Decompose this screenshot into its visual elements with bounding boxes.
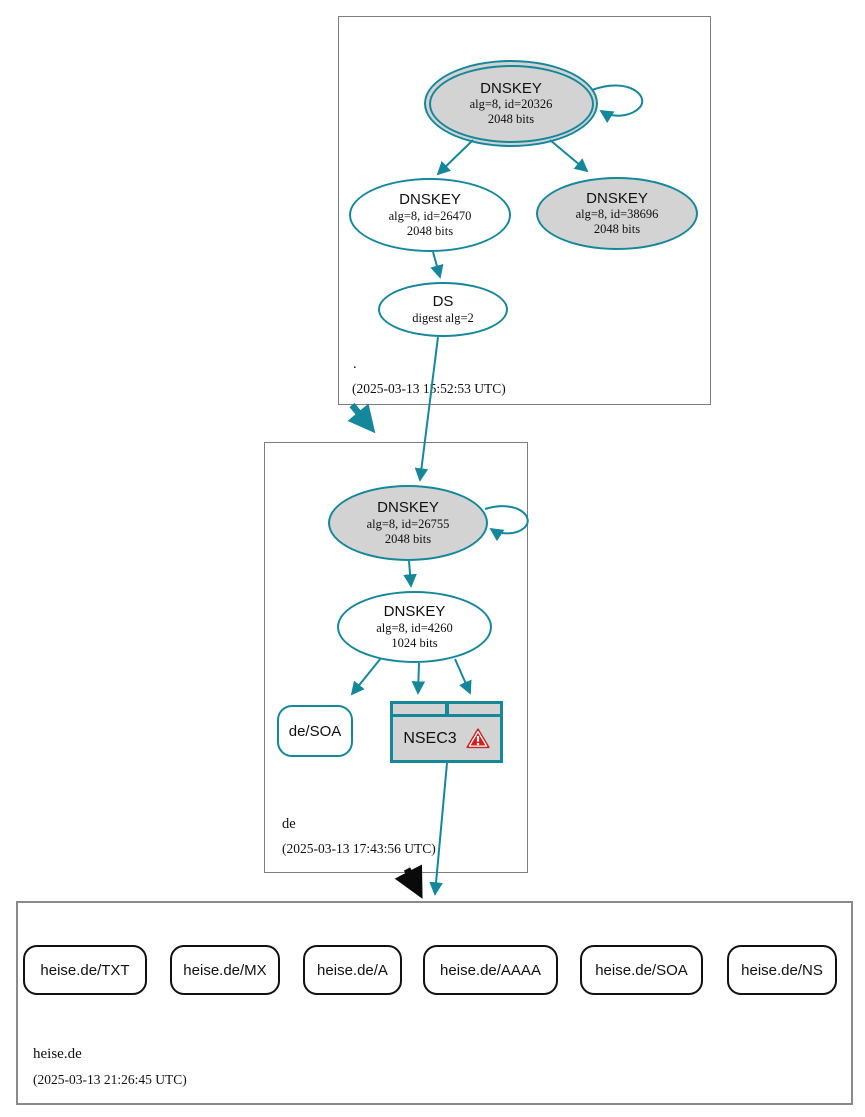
zone-timestamp-heise-de: (2025-03-13 21:26:45 UTC): [33, 1072, 187, 1087]
rrset-label: heise.de/SOA: [595, 961, 688, 979]
nsec3-record-tab: [448, 704, 500, 714]
rrset-label: heise.de/NS: [741, 961, 823, 979]
node-title: DNSKEY: [377, 499, 439, 517]
warning-icon: [466, 728, 490, 749]
node-detail: 2048 bits: [406, 223, 454, 238]
node-heise-de-a[interactable]: heise.de/A: [303, 945, 402, 995]
zone-box-heise-de: [16, 901, 853, 1105]
rrset-label: heise.de/A: [317, 961, 388, 979]
zone-label-heise-de: heise.de: [33, 1046, 82, 1062]
nsec3-record-tab: [393, 704, 445, 714]
node-detail: alg=8, id=26755: [366, 516, 450, 531]
node-ds[interactable]: DS digest alg=2: [378, 282, 508, 337]
node-dnskey-38696[interactable]: DNSKEY alg=8, id=38696 2048 bits: [536, 177, 698, 250]
rrset-label: heise.de/TXT: [40, 961, 130, 979]
node-title: DS: [432, 293, 454, 311]
node-heise-de-txt[interactable]: heise.de/TXT: [23, 945, 147, 995]
node-de-soa[interactable]: de/SOA: [277, 705, 353, 757]
node-title: DNSKEY: [480, 79, 542, 97]
node-detail: alg=8, id=26470: [388, 208, 472, 223]
node-detail: 2048 bits: [384, 531, 432, 546]
node-dnskey-26755[interactable]: DNSKEY alg=8, id=26755 2048 bits: [328, 485, 488, 561]
rrset-label: heise.de/AAAA: [440, 961, 541, 979]
node-detail: 2048 bits: [487, 112, 535, 127]
node-detail: 1024 bits: [391, 635, 438, 650]
rrset-label: heise.de/MX: [183, 961, 267, 979]
nsec3-label: NSEC3: [403, 729, 457, 747]
node-title: DNSKEY: [399, 191, 461, 209]
node-nsec3[interactable]: NSEC3: [390, 701, 503, 763]
zone-label-root: .: [353, 356, 357, 372]
node-heise-de-ns[interactable]: heise.de/NS: [727, 945, 837, 995]
node-detail: 2048 bits: [593, 222, 641, 237]
rrset-label: de/SOA: [288, 722, 342, 740]
node-detail: alg=8, id=38696: [575, 207, 659, 222]
node-detail: alg=8, id=20326: [469, 97, 553, 112]
zone-timestamp-de: (2025-03-13 17:43:56 UTC): [282, 841, 436, 856]
node-title: DNSKEY: [383, 603, 446, 621]
node-dnskey-4260[interactable]: DNSKEY alg=8, id=4260 1024 bits: [337, 591, 492, 663]
node-detail: alg=8, id=4260: [376, 620, 453, 635]
node-detail: digest alg=2: [412, 310, 474, 325]
nsec3-record-tabs: [393, 704, 500, 714]
node-title: DNSKEY: [586, 189, 648, 207]
node-heise-de-aaaa[interactable]: heise.de/AAAA: [423, 945, 558, 995]
zone-box-root: [338, 16, 711, 405]
node-dnskey-26470[interactable]: DNSKEY alg=8, id=26470 2048 bits: [349, 178, 511, 252]
node-heise-de-soa[interactable]: heise.de/SOA: [580, 945, 703, 995]
zone-timestamp-root: (2025-03-13 15:52:53 UTC): [352, 381, 506, 396]
node-dnskey-20326[interactable]: DNSKEY alg=8, id=20326 2048 bits: [424, 60, 598, 147]
edge-delegation-root-to-de: [347, 402, 376, 434]
node-heise-de-mx[interactable]: heise.de/MX: [170, 945, 280, 995]
zone-label-de: de: [282, 816, 296, 832]
